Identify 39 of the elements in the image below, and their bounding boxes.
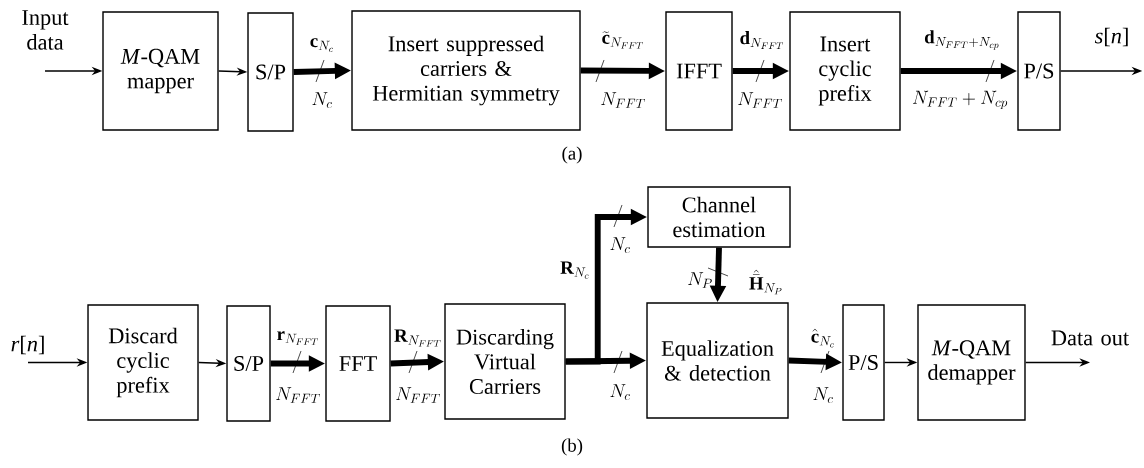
bus-width-label: $N_c$	[312, 92, 332, 108]
subfigure-caption: (a)	[562, 146, 582, 164]
bus-width-label: $N_c$	[813, 387, 833, 403]
edge-label: $\mathbf{R}_{N_c}$	[560, 261, 589, 279]
subfigure-caption: (b)	[561, 438, 583, 456]
signal-label: s[n]	[1094, 27, 1128, 47]
edge-label: $\mathbf{d}_{N_{FFT}+N_{cp}}$	[924, 30, 999, 50]
process-box: S/P	[247, 12, 294, 132]
bus-width-label: $N_P$	[688, 272, 712, 288]
process-box: Insert suppressed carriers & Hermitian symmetry	[351, 10, 581, 131]
bus-width-label: $N_c$	[610, 384, 630, 400]
edge-label: $\hat{\bar{\mathbf{H}}}_{N_P}$	[749, 269, 782, 295]
edge-label: $\mathbf{R}_{N_{FFT}}$	[394, 329, 441, 347]
bus-width-label: $N_{FFT}$	[601, 92, 645, 108]
bus-width-label: $N_{FFT}$	[276, 387, 320, 403]
bus-width-label: $N_{FFT}$	[738, 92, 782, 108]
process-box: S/P	[226, 305, 271, 422]
process-box: Equalization & detection	[646, 302, 789, 419]
process-box: Channel estimation	[647, 186, 791, 248]
edge-label: $\widetilde{\mathbf{c}}_{N_{FFT}}$	[602, 31, 643, 49]
signal-label: Data out	[1051, 330, 1129, 346]
process-box: M-QAM demapper	[917, 304, 1026, 421]
process-box: M-QAM mapper	[102, 11, 219, 131]
process-box: Discard cyclic prefix	[87, 304, 199, 421]
process-box: Insert cyclic prefix	[789, 11, 901, 131]
edge-label: $\mathbf{d}_{N_{FFT}}$	[740, 31, 784, 49]
bus-width-label: $N_c$	[610, 237, 630, 253]
edge-label: $\mathbf{r}_{N_{FFT}}$	[277, 331, 318, 345]
process-box: Discarding Virtual Carriers	[444, 303, 566, 420]
process-box: FFT	[325, 305, 391, 422]
process-box: IFFT	[665, 11, 733, 131]
process-box: P/S	[1017, 11, 1061, 131]
signal-label: Input data	[22, 10, 69, 50]
signal-label: r[n]	[11, 335, 44, 355]
edge-label: $\hat{\mathbf{c}}_{N_c}$	[811, 328, 835, 348]
process-box: P/S	[842, 304, 885, 421]
bus-width-label: $N_{FFT}$	[396, 387, 440, 403]
edge-label: $\mathbf{c}_{N_c}$	[310, 38, 334, 52]
bus-width-label: $N_{FFT}+N_{cp}$	[912, 90, 1008, 110]
